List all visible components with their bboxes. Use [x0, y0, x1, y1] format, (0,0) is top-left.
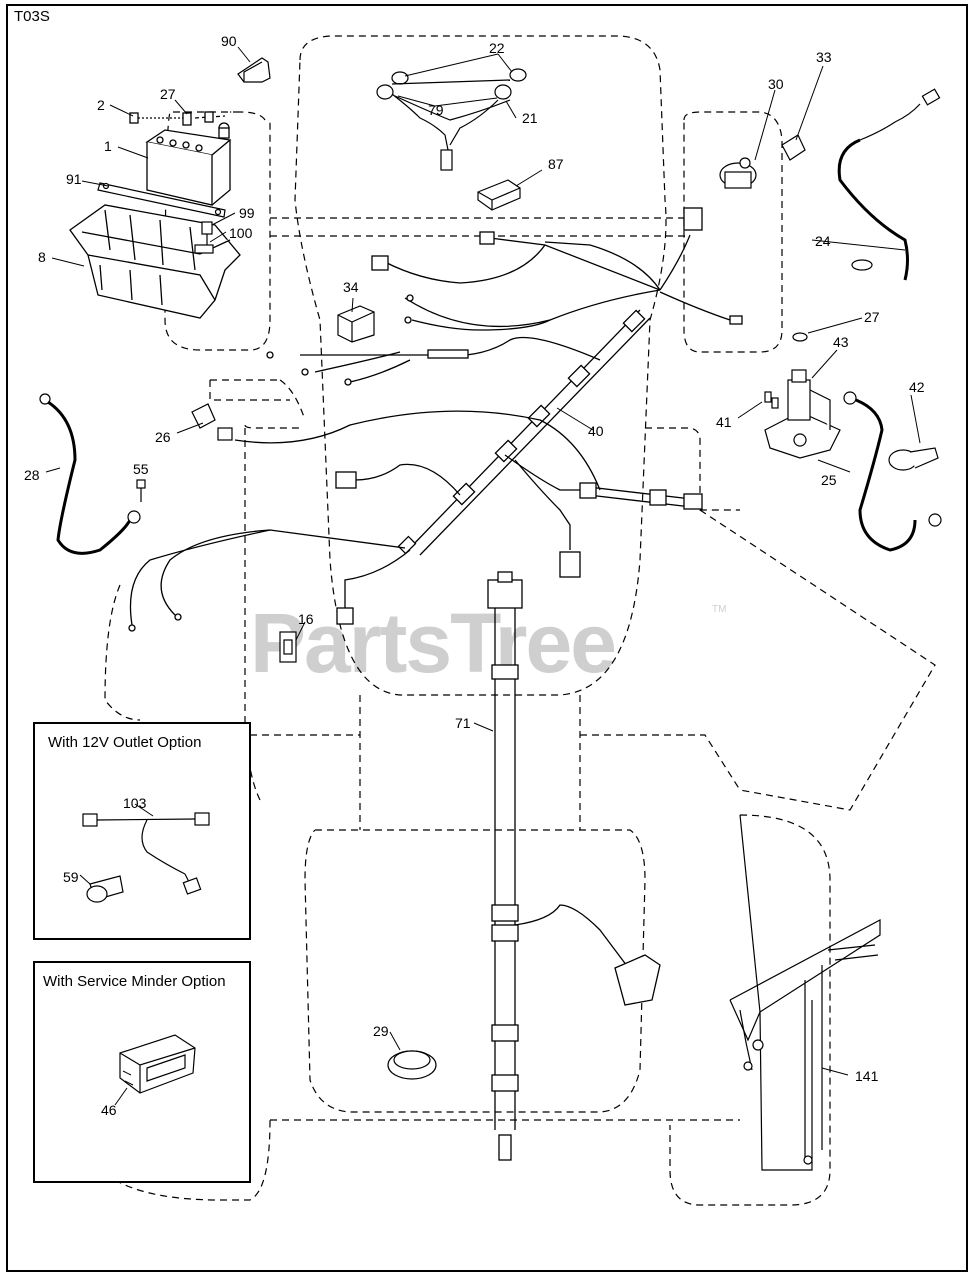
diagram-code: T03S [14, 8, 50, 25]
fuse-part-26 [191, 403, 233, 441]
callouts: 90 22 79 21 87 2 27 1 91 99 100 8 30 33 … [24, 33, 925, 1084]
callout-55: 55 [133, 461, 149, 477]
callout-40: 40 [588, 423, 604, 439]
callout-99: 99 [239, 205, 255, 221]
callout-27-right: 27 [864, 309, 880, 325]
callout-29: 29 [373, 1023, 389, 1039]
grommet-part-29 [387, 1050, 437, 1080]
battery-cable-part-24 [837, 88, 941, 281]
inset-service-minder: With Service Minder Option 46 [33, 961, 251, 1183]
callout-22: 22 [489, 40, 505, 56]
inset-12v-outlet-title: With 12V Outlet Option [48, 734, 202, 751]
callout-33: 33 [816, 49, 832, 65]
callout-87: 87 [548, 156, 564, 172]
callout-2: 2 [97, 97, 105, 113]
callout-21: 21 [522, 110, 538, 126]
callout-41: 41 [716, 414, 732, 430]
switch-assembly-part-141 [729, 814, 881, 1171]
callout-1: 1 [104, 138, 112, 154]
battery-bolt-part-2 [129, 111, 226, 126]
battery-part-1 [145, 122, 232, 206]
ignition-switch-part-30 [719, 157, 757, 189]
terminal-boot-part-42 [888, 447, 939, 471]
switch-part-34 [337, 305, 375, 343]
watermark-tm: TM [712, 604, 726, 615]
callout-27-top: 27 [160, 86, 176, 102]
inset-service-minder-title: With Service Minder Option [43, 973, 226, 990]
main-harness-part-40 [128, 207, 743, 632]
callout-100: 100 [229, 225, 253, 241]
callout-24: 24 [815, 233, 831, 249]
relay-part-87 [477, 179, 521, 211]
rear-harness-part-71 [487, 571, 661, 1161]
relay-part-33 [781, 134, 806, 161]
ground-cable-part-28 [39, 393, 141, 555]
callout-43: 43 [833, 334, 849, 350]
bolt-part-99 [194, 221, 214, 254]
headlight-harness-part-21 [376, 68, 527, 171]
fastener-part-41 [764, 391, 779, 409]
callout-28: 28 [24, 467, 40, 483]
solenoid-part-43 [764, 369, 841, 459]
callout-79: 79 [428, 102, 444, 118]
diagram-frame [6, 4, 968, 1272]
callout-25: 25 [821, 472, 837, 488]
battery-tray-part-8 [69, 204, 241, 319]
callout-141: 141 [855, 1068, 879, 1084]
service-minder-drawing: 46 [101, 1034, 196, 1118]
callout-90: 90 [221, 33, 237, 49]
callout-34: 34 [343, 279, 359, 295]
callout-42: 42 [909, 379, 925, 395]
inset-12v-outlet: With 12V Outlet Option 103 59 [33, 722, 251, 940]
outlet-harness-drawing: 103 59 [63, 795, 210, 903]
watermark-text: PartsTree [250, 596, 615, 690]
battery-cable-part-25 [843, 391, 942, 552]
connector-part-16 [279, 631, 297, 663]
battery-strap-part-91 [97, 182, 226, 218]
bracket-part-90 [237, 57, 271, 83]
callout-16: 16 [298, 611, 314, 627]
washer-part-27 [792, 332, 808, 342]
callout-8: 8 [38, 249, 46, 265]
callout-46: 46 [101, 1102, 117, 1118]
callout-30: 30 [768, 76, 784, 92]
callout-71: 71 [455, 715, 471, 731]
bolt-part-55 [136, 479, 146, 502]
callout-59: 59 [63, 869, 79, 885]
callout-26: 26 [155, 429, 171, 445]
callout-91: 91 [66, 171, 82, 187]
callout-103: 103 [123, 795, 147, 811]
